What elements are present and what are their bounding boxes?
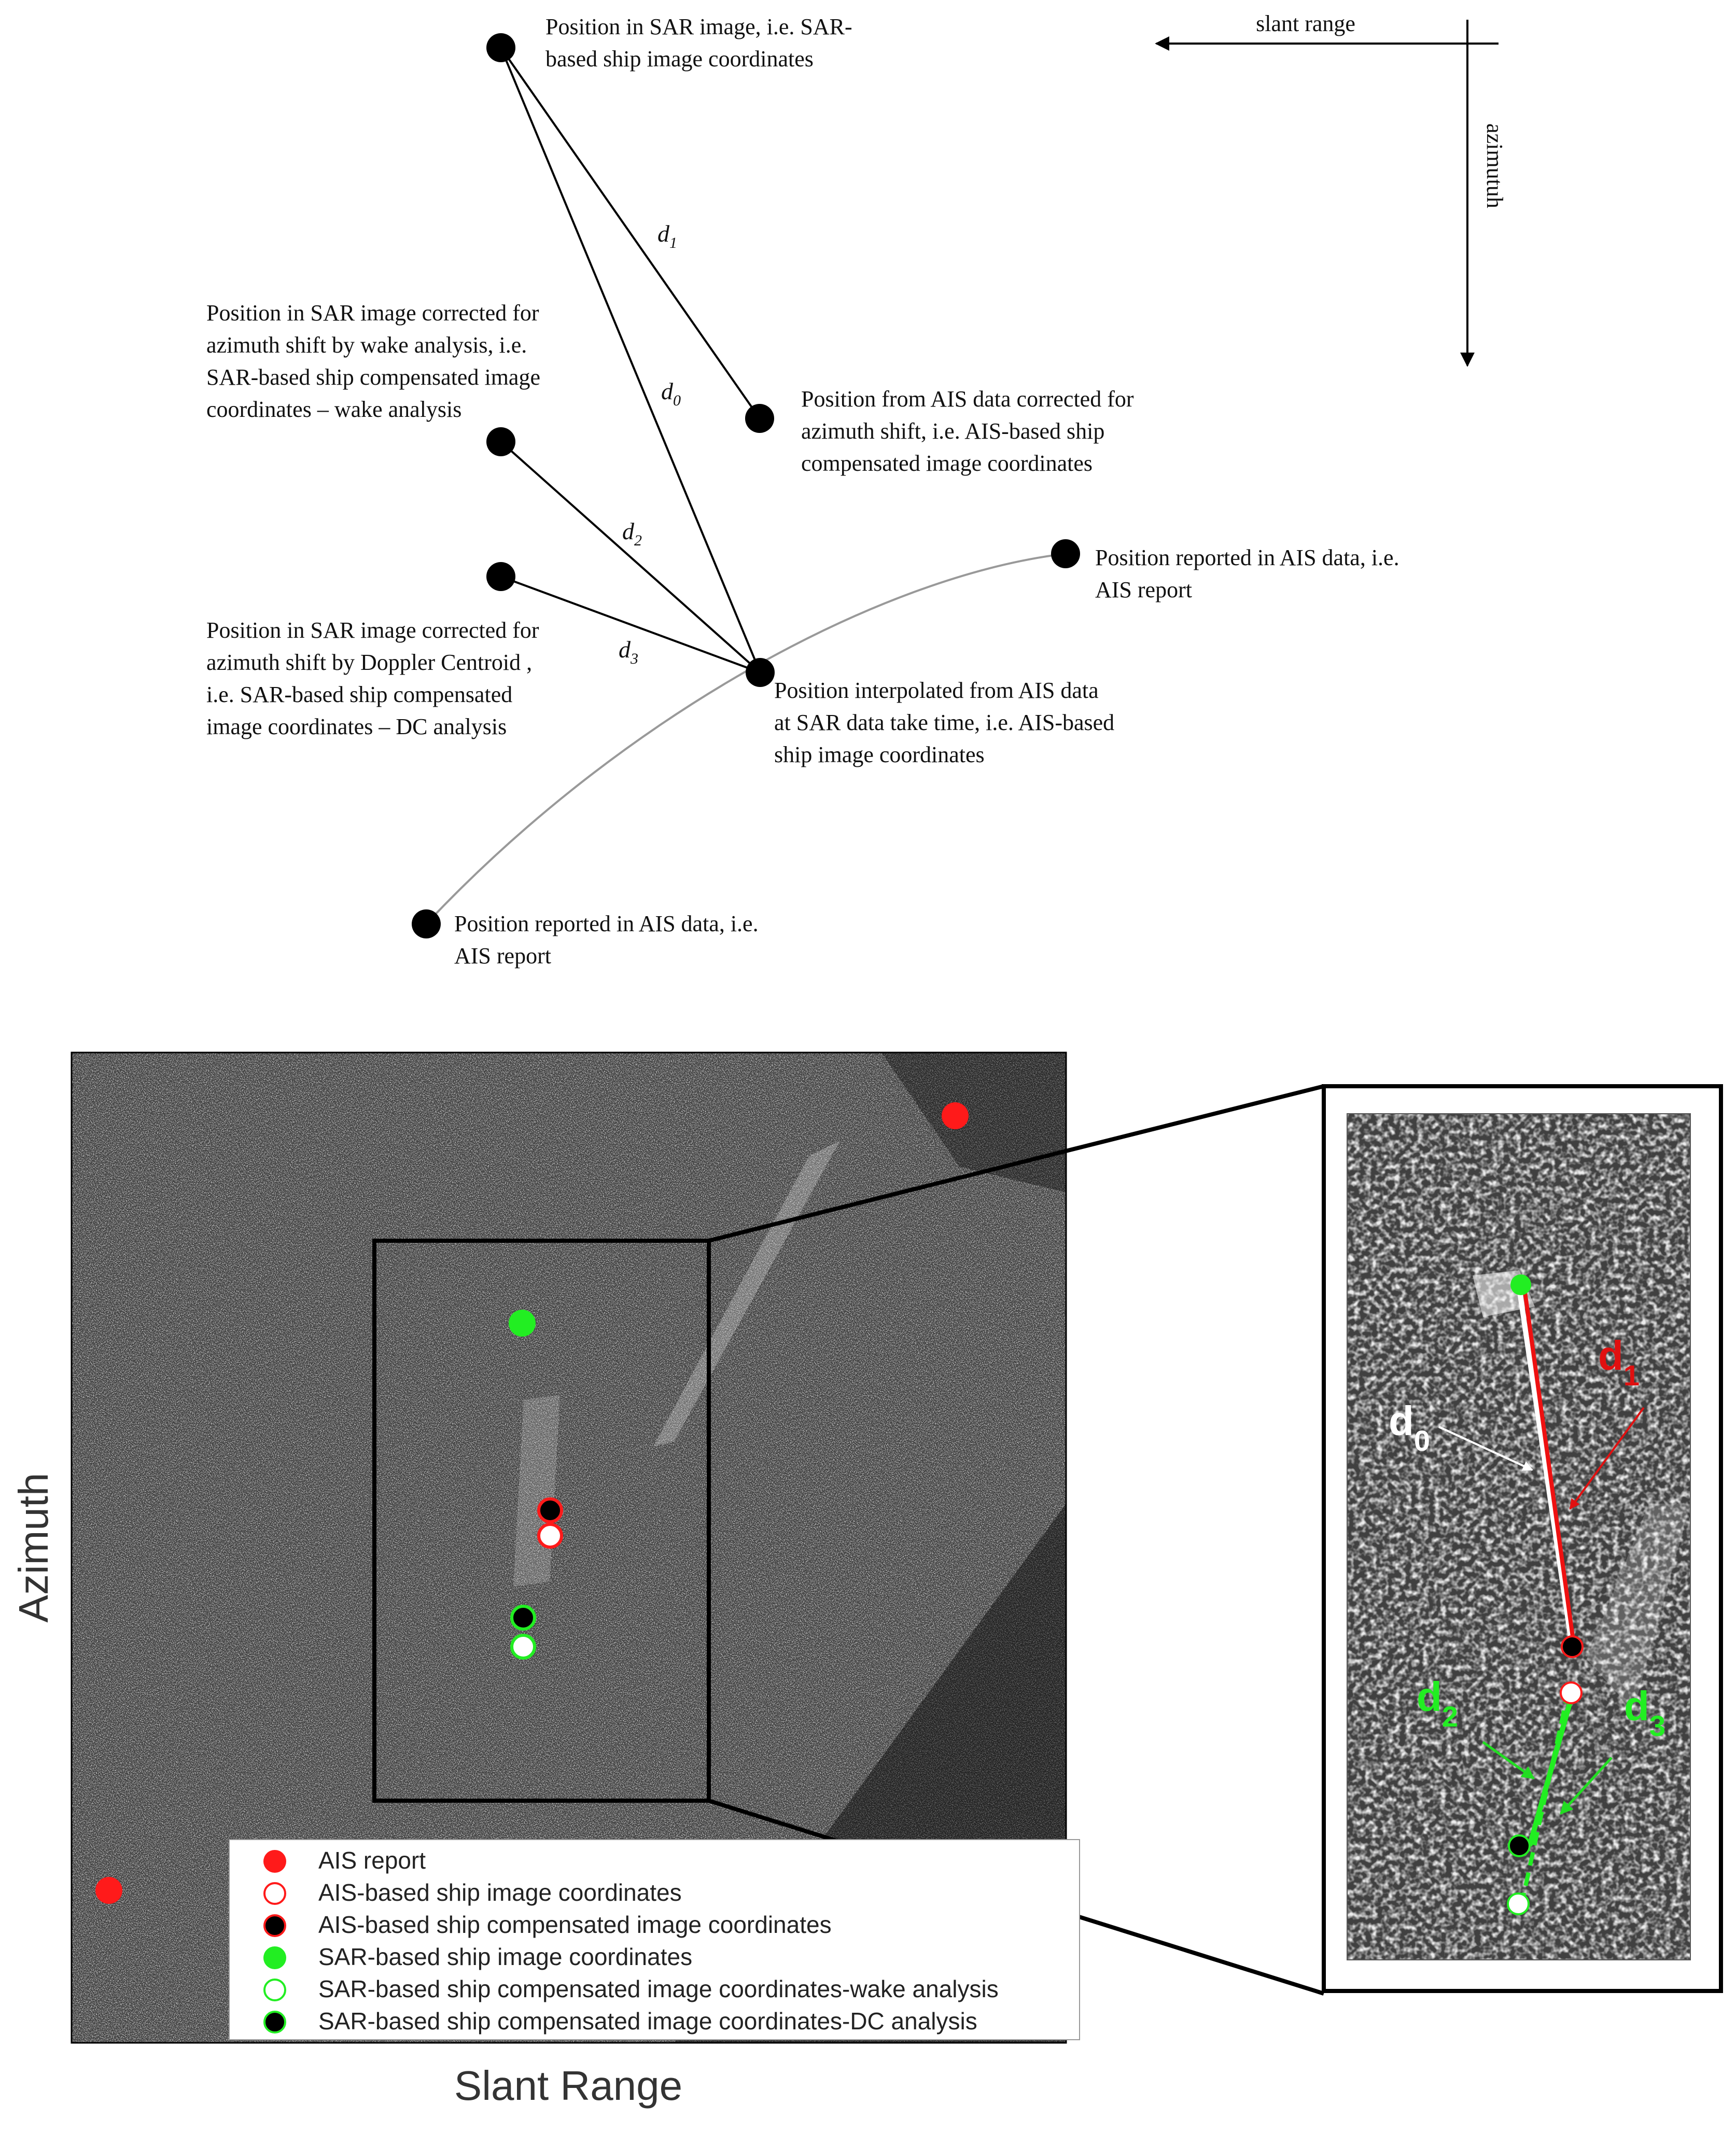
ais-report-marker-bottom	[95, 1877, 122, 1904]
legend-marker	[263, 1946, 286, 1969]
d0-label: d0	[661, 378, 681, 409]
legend-label: SAR-based ship compensated image coordin…	[318, 2008, 977, 2035]
ais-compensated-point	[745, 404, 774, 433]
legend-marker	[263, 1882, 286, 1905]
interpolated-label: Position interpolated from AIS data at S…	[774, 678, 1120, 767]
legend-item-dc: SAR-based ship compensated image coordin…	[263, 2008, 977, 2035]
interpolated-point	[746, 658, 775, 687]
dc-point	[486, 562, 515, 591]
wake-analysis-marker	[510, 1634, 536, 1660]
schematic: slant range azimutuh d1 d0 d2 d3 Positio…	[206, 11, 1507, 969]
zoom-sar-ship-marker	[1510, 1274, 1531, 1295]
zoom-region-box	[372, 1239, 711, 1803]
zoom-d2-pointer	[1482, 1741, 1535, 1780]
dc-label: Position in SAR image corrected for azim…	[206, 618, 545, 739]
sar-ship-label: Position in SAR image, i.e. SAR- based s…	[545, 14, 858, 72]
zoom-panel: d1 d0 d2 d3	[1322, 1084, 1723, 1993]
sar-ship-point	[486, 33, 515, 62]
d1-line	[500, 47, 761, 419]
zoom-d0-line	[1516, 1284, 1575, 1648]
zoom-connector-top	[708, 1084, 1324, 1243]
legend-item-wake: SAR-based ship compensated image coordin…	[263, 1975, 999, 2002]
d3-line	[500, 576, 761, 674]
ais-report-right-label: Position reported in AIS data, i.e. AIS …	[1095, 545, 1405, 602]
zoom-dc-marker	[1508, 1834, 1531, 1857]
legend-label: AIS-based ship compensated image coordin…	[318, 1911, 832, 1938]
ais-report-left-label: Position reported in AIS data, i.e. AIS …	[454, 911, 764, 969]
ais-compensated-marker	[537, 1497, 563, 1523]
zoom-d2-line	[1520, 1690, 1571, 1903]
zoom-d2-label: d2	[1417, 1674, 1458, 1733]
legend-item-sar-image: SAR-based ship image coordinates	[263, 1943, 692, 1970]
sar-image-frame	[71, 1051, 1067, 2044]
legend-label: SAR-based ship image coordinates	[318, 1943, 692, 1970]
wake-label: Position in SAR image corrected for azim…	[206, 300, 546, 422]
zoom-image	[1347, 1114, 1690, 1960]
ais-compensated-label: Position from AIS data corrected for azi…	[801, 386, 1140, 476]
zoom-d1-label: d1	[1598, 1333, 1640, 1392]
legend-item-ais-compensated: AIS-based ship compensated image coordin…	[263, 1911, 832, 1938]
sar-image-panel: AIS report AIS-based ship image coordina…	[10, 1051, 1325, 2109]
sar-ship-marker	[509, 1310, 536, 1337]
legend-marker	[263, 2011, 286, 2033]
ais-track-curve	[425, 553, 1066, 925]
wake-point	[486, 427, 515, 456]
d1-label: d1	[657, 220, 677, 251]
d2-line	[500, 441, 761, 674]
d2-label: d2	[622, 518, 642, 549]
d0-line	[500, 47, 761, 673]
zoom-ais-image-marker	[1560, 1681, 1583, 1704]
legend-label: AIS report	[318, 1847, 426, 1874]
ais-report-left-point	[412, 909, 441, 938]
legend-marker	[263, 1914, 286, 1937]
legend: AIS report AIS-based ship image coordina…	[229, 1839, 1080, 2040]
zoom-d0-pointer	[1438, 1426, 1533, 1471]
azimuth-label: azimutuh	[1482, 123, 1507, 208]
legend-marker	[263, 1850, 286, 1873]
ais-report-right-point	[1051, 539, 1080, 568]
legend-item-ais-report: AIS report	[263, 1847, 426, 1874]
zoom-d3-line	[1527, 1692, 1575, 1847]
zoom-d1-pointer	[1569, 1407, 1645, 1510]
d3-label: d3	[619, 636, 638, 667]
zoom-image-frame	[1347, 1113, 1691, 1960]
zoom-d1-line	[1522, 1284, 1576, 1648]
y-axis-label: Azimuth	[10, 1473, 57, 1623]
ais-image-coord-marker	[537, 1523, 563, 1549]
legend-label: AIS-based ship image coordinates	[318, 1879, 682, 1906]
dc-analysis-marker	[510, 1605, 536, 1631]
zoom-d3-label: d3	[1624, 1683, 1665, 1742]
x-axis-label: Slant Range	[454, 2063, 682, 2109]
slant-range-label: slant range	[1256, 11, 1355, 36]
legend-marker	[263, 1979, 286, 2001]
zoom-d3-pointer	[1560, 1757, 1613, 1815]
zoom-wake-marker	[1507, 1892, 1530, 1915]
legend-box	[229, 1839, 1080, 2040]
zoom-ais-compensated-marker	[1561, 1635, 1584, 1658]
zoom-d0-label: d0	[1389, 1398, 1430, 1457]
legend-item-ais-image: AIS-based ship image coordinates	[263, 1879, 682, 1906]
ais-report-marker-top	[942, 1102, 969, 1129]
legend-label: SAR-based ship compensated image coordin…	[318, 1975, 999, 2002]
